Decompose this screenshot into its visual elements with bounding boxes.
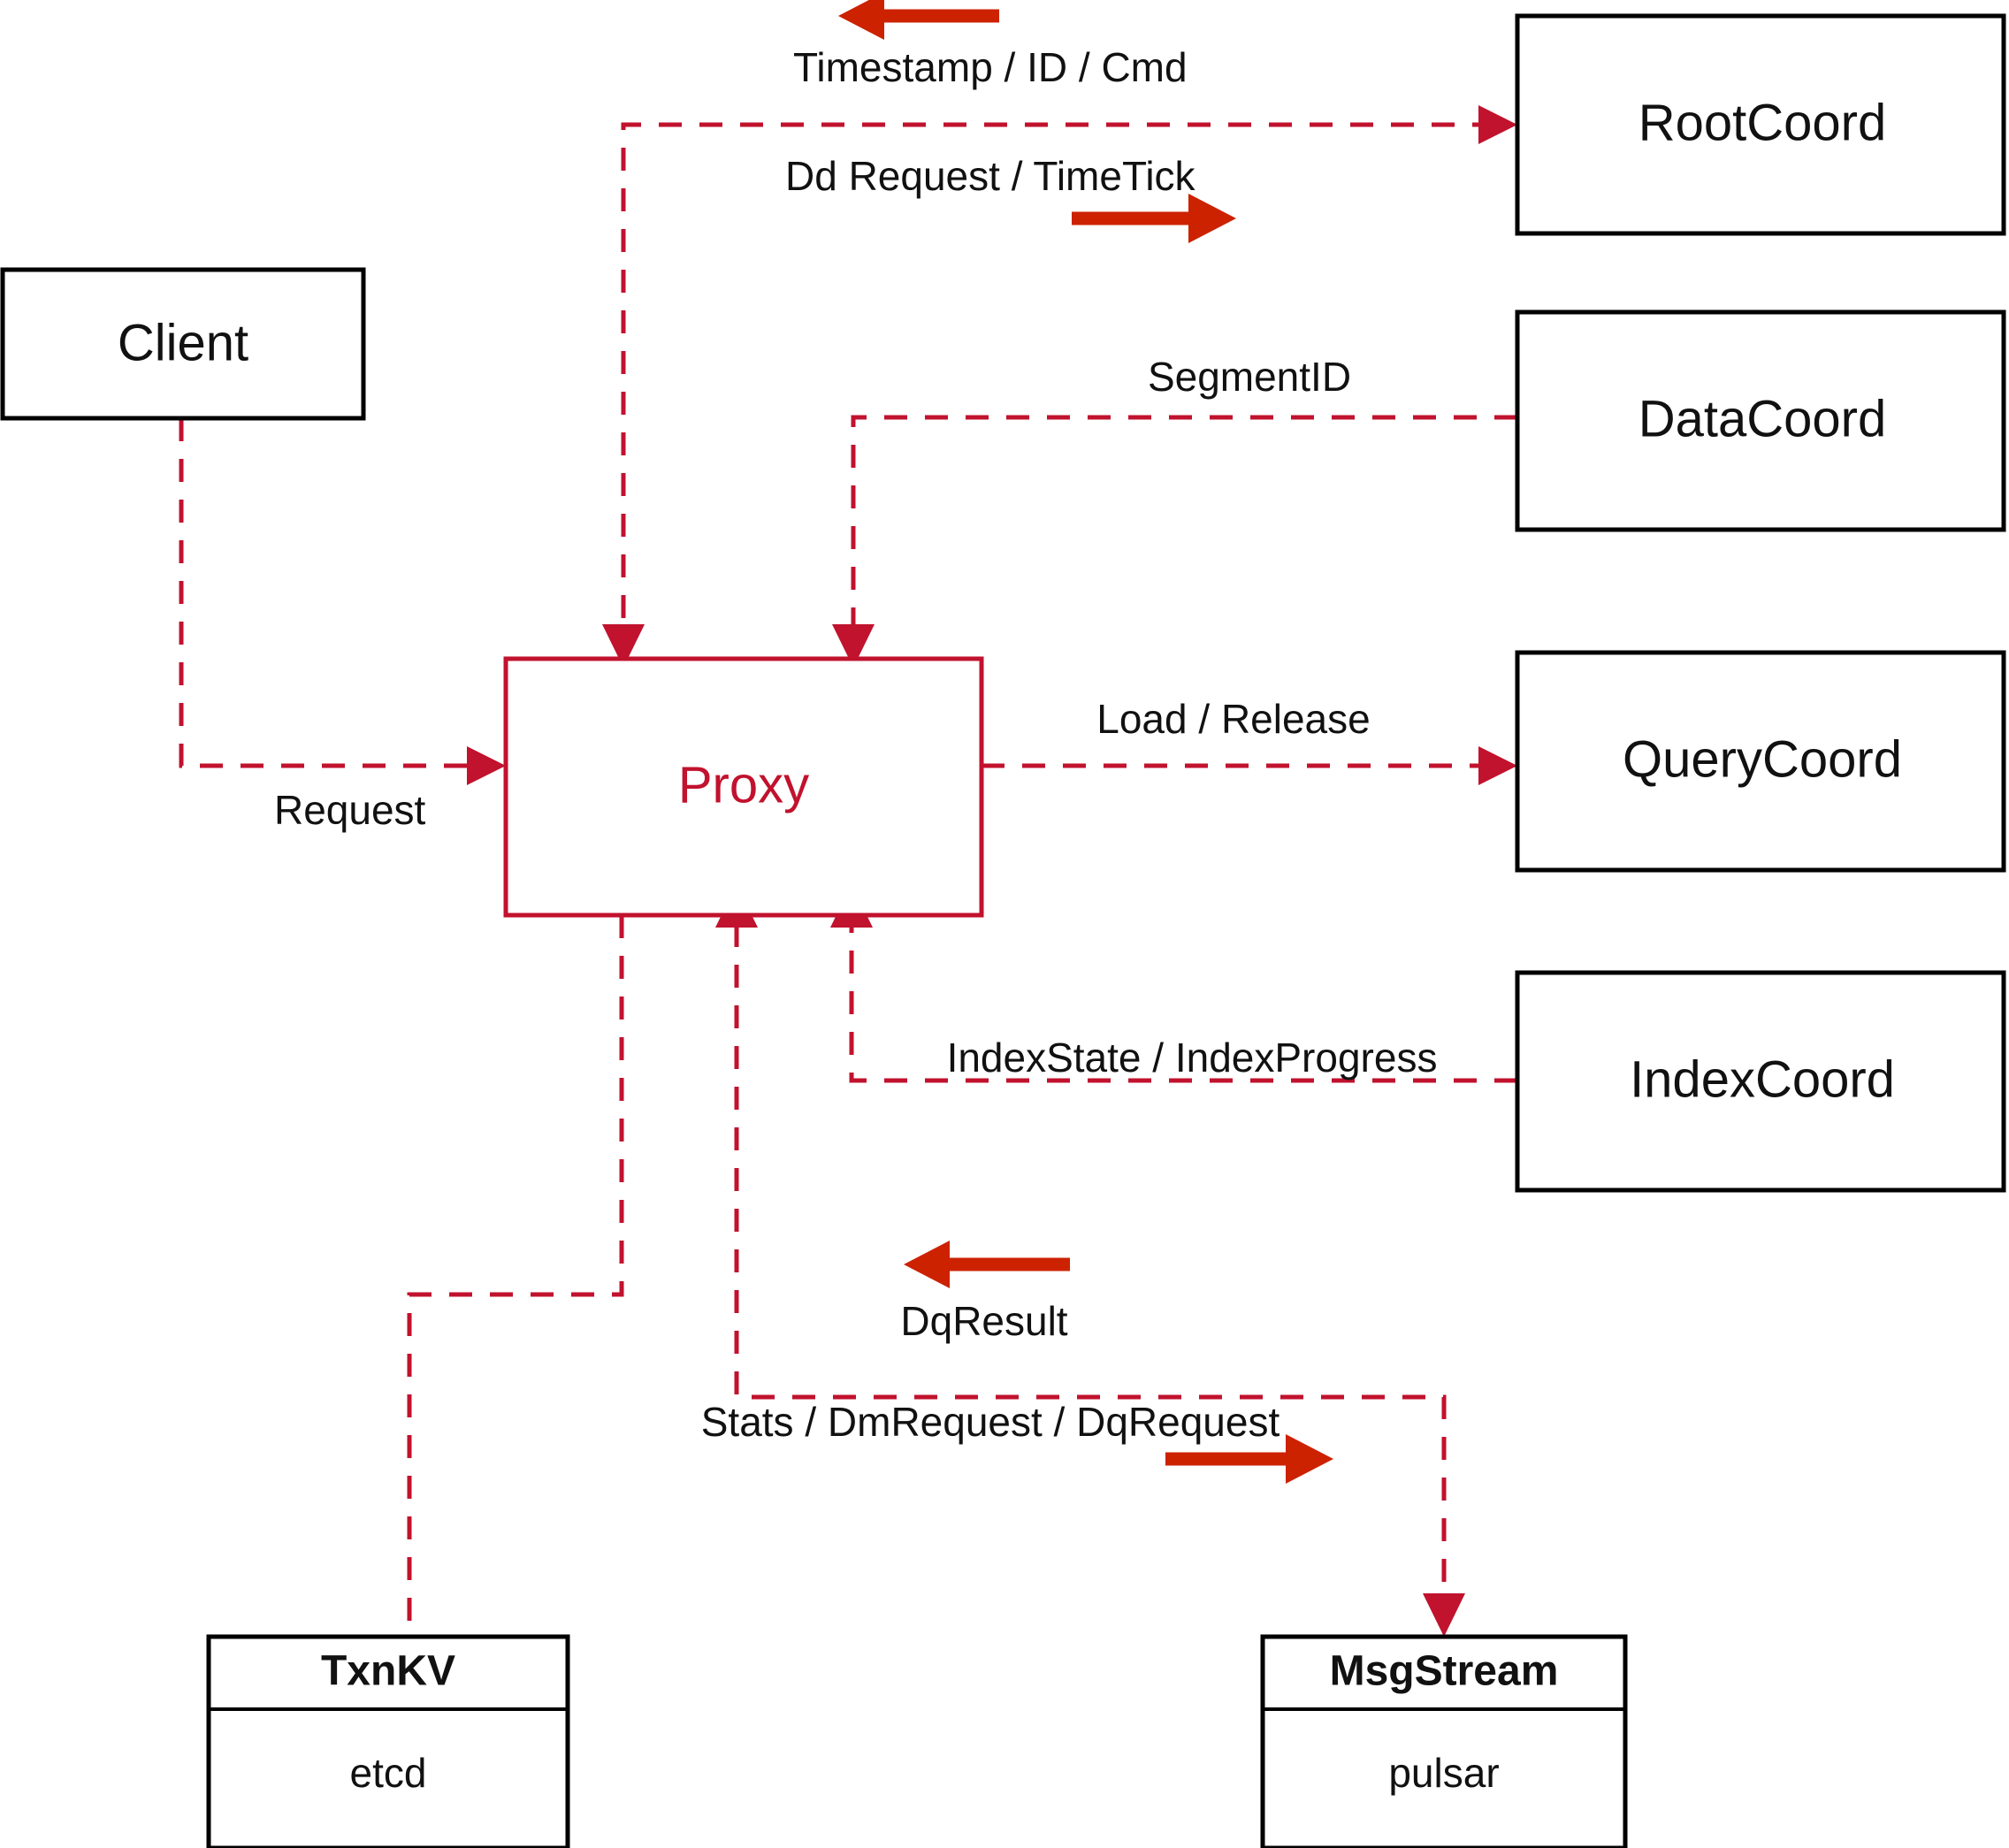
node-proxy-box[interactable] bbox=[503, 656, 984, 918]
edge-label-stats-dm-dq-request: Stats / DmRequest / DqRequest bbox=[701, 1399, 1280, 1445]
node-msgstream[interactable]: MsgStream pulsar bbox=[1260, 1634, 1628, 1848]
node-client[interactable]: Client bbox=[0, 267, 366, 421]
edge-path-proxy-msgstream bbox=[734, 924, 1447, 1618]
edge-label-request: Request bbox=[274, 787, 426, 833]
edge-path-client-proxy bbox=[179, 418, 493, 768]
edge-proxy-to-rootcoord bbox=[602, 105, 1517, 668]
node-indexcoord-label: IndexCoord bbox=[1630, 1050, 1895, 1108]
node-msgstream-sublabel: pulsar bbox=[1388, 1750, 1499, 1796]
edge-label-timestamp-id-cmd: Timestamp / ID / Cmd bbox=[793, 44, 1188, 90]
edge-path-indexcoord-proxy bbox=[849, 924, 1517, 1083]
dmrequest-direction-arrow bbox=[1165, 1434, 1333, 1484]
node-querycoord-box[interactable] bbox=[1515, 650, 2006, 873]
edge-path-proxy-txnkv bbox=[407, 915, 624, 1637]
node-rootcoord[interactable]: RootCoord bbox=[1515, 13, 2006, 236]
node-msgstream-box[interactable] bbox=[1260, 1634, 1628, 1848]
node-datacoord-label: DataCoord bbox=[1639, 390, 1886, 447]
arrowhead-msgstream bbox=[1423, 1593, 1465, 1637]
edge-label-dq-result: DqResult bbox=[900, 1298, 1067, 1344]
edge-path-proxy-rootcoord bbox=[621, 122, 1494, 659]
node-txnkv[interactable]: TxnKV etcd bbox=[206, 1634, 570, 1848]
edge-label-index-state-progress: IndexState / IndexProgress bbox=[947, 1035, 1438, 1081]
node-client-label: Client bbox=[118, 314, 248, 371]
node-client-box[interactable] bbox=[0, 267, 366, 421]
node-datacoord[interactable]: DataCoord bbox=[1515, 309, 2006, 532]
node-querycoord[interactable]: QueryCoord bbox=[1515, 650, 2006, 873]
arrowhead-proxy-from-rootcoord bbox=[602, 624, 645, 668]
node-rootcoord-label: RootCoord bbox=[1639, 94, 1886, 151]
edge-client-to-proxy bbox=[179, 418, 506, 785]
dqresult-direction-arrow bbox=[904, 1241, 1070, 1288]
edge-datacoord-to-proxy bbox=[832, 415, 1517, 668]
edge-proxy-to-querycoord bbox=[982, 746, 1517, 785]
edge-proxy-msgstream bbox=[715, 884, 1465, 1637]
edge-label-dd-request-timetick: Dd Request / TimeTick bbox=[785, 153, 1196, 199]
node-rootcoord-box[interactable] bbox=[1515, 13, 2006, 236]
node-proxy[interactable]: Proxy bbox=[503, 656, 984, 918]
node-txnkv-sublabel: etcd bbox=[350, 1750, 427, 1796]
edge-label-segment-id: SegmentID bbox=[1148, 354, 1351, 400]
node-proxy-label: Proxy bbox=[678, 756, 809, 813]
node-msgstream-label: MsgStream bbox=[1330, 1648, 1559, 1695]
arrowhead-querycoord bbox=[1478, 746, 1517, 785]
arrowhead-proxy-from-client bbox=[467, 746, 506, 785]
arrowhead-proxy-from-datacoord bbox=[832, 624, 875, 668]
arrowhead-rootcoord bbox=[1478, 105, 1517, 144]
node-indexcoord[interactable]: IndexCoord bbox=[1515, 970, 2006, 1193]
edge-proxy-to-txnkv bbox=[407, 915, 624, 1637]
edge-label-load-release: Load / Release bbox=[1096, 696, 1370, 742]
node-txnkv-box[interactable] bbox=[206, 1634, 570, 1848]
node-indexcoord-box[interactable] bbox=[1515, 970, 2006, 1193]
node-querycoord-label: QueryCoord bbox=[1623, 730, 1902, 788]
timestamp-direction-arrow bbox=[838, 0, 999, 40]
node-datacoord-box[interactable] bbox=[1515, 309, 2006, 532]
ddrequest-direction-arrow bbox=[1072, 194, 1236, 243]
edge-path-datacoord-proxy bbox=[851, 415, 1517, 659]
node-txnkv-label: TxnKV bbox=[321, 1648, 455, 1695]
